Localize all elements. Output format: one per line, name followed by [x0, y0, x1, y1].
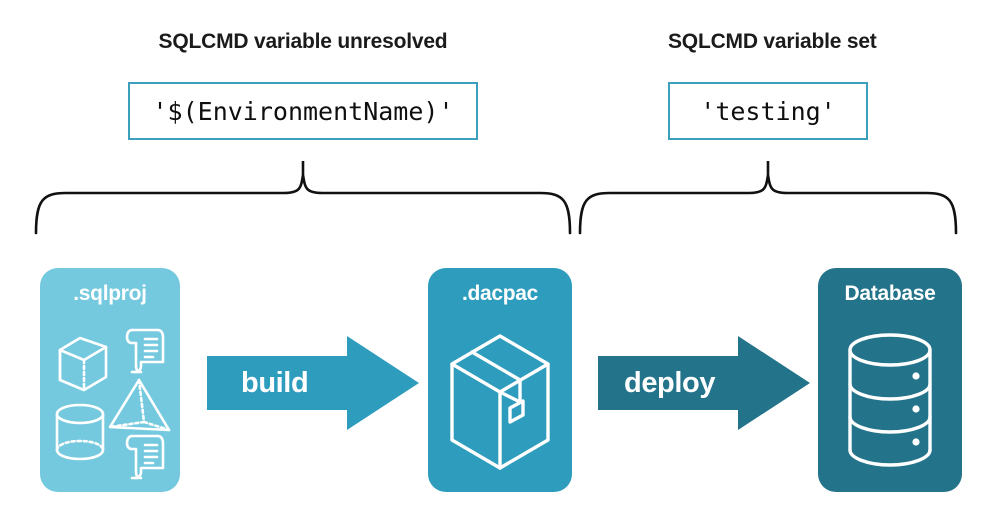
arrow-deploy-label: deploy — [624, 366, 716, 399]
pyramid-icon — [108, 378, 171, 432]
database-cylinder-icon — [848, 333, 932, 467]
brace-left-icon — [34, 161, 572, 235]
arrow-build: build — [207, 336, 419, 430]
code-box-testing: 'testing' — [668, 82, 868, 140]
artifact-box-sqlproj: .sqlproj — [40, 268, 180, 492]
dacpac-icon-group — [450, 334, 550, 470]
sqlproj-icon-group — [55, 328, 171, 480]
arrow-build-shape — [207, 336, 419, 430]
artifact-box-dacpac: .dacpac — [428, 268, 572, 492]
arrow-deploy: deploy — [598, 336, 810, 430]
arrow-deploy-shape — [598, 336, 810, 430]
brace-right-icon — [578, 161, 958, 235]
artifact-label-sqlproj: .sqlproj — [73, 282, 147, 305]
artifact-box-database: Database — [818, 268, 962, 492]
cube-icon — [58, 336, 108, 392]
code-box-environment-name: '$(EnvironmentName)' — [128, 82, 478, 140]
scroll-icon — [125, 434, 165, 480]
section-header-unresolved: SQLCMD variable unresolved — [158, 30, 448, 53]
artifact-label-dacpac: .dacpac — [461, 282, 539, 305]
section-header-set: SQLCMD variable set — [668, 30, 877, 53]
artifact-label-database: Database — [844, 282, 936, 305]
arrow-build-label: build — [241, 366, 309, 399]
scroll-icon — [125, 328, 165, 374]
package-box-icon — [450, 334, 550, 470]
database-icon-group — [848, 333, 932, 467]
cylinder-icon — [55, 403, 105, 461]
